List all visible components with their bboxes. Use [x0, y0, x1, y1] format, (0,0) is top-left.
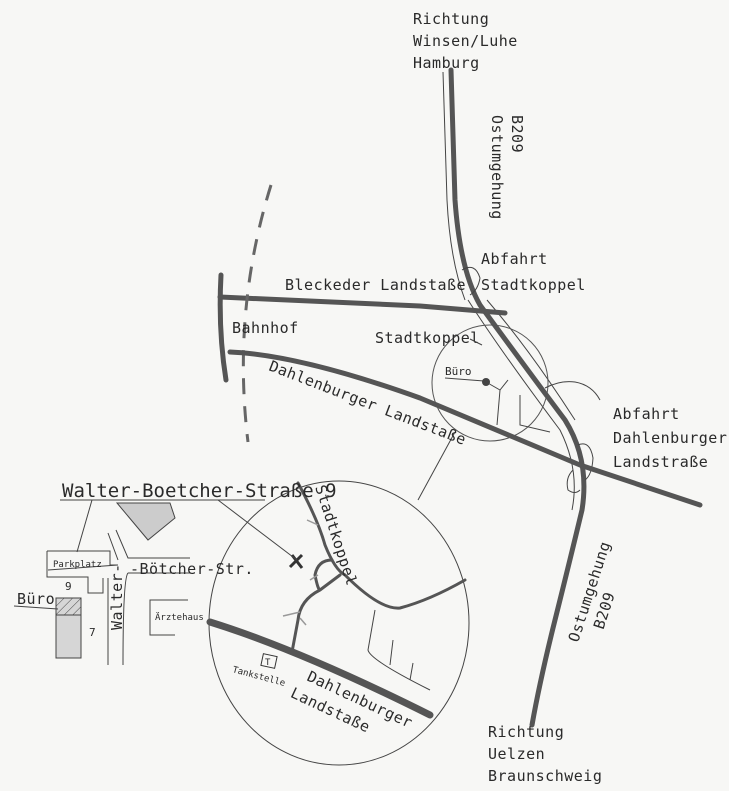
buero-leader: [444, 377, 485, 382]
inset-buero-label: Büro: [17, 590, 55, 608]
stadtkoppel-label: Stadtkoppel: [375, 329, 480, 347]
bleckeder-landstrasse-road: [217, 294, 508, 316]
detail-stadtkoppel-road: [296, 481, 467, 610]
address-label: Walter-Boetcher-Straße 9: [62, 480, 337, 502]
dashed-boundary: [241, 184, 273, 443]
address-leader-line: [217, 499, 298, 561]
detail-dahlenburger-road: [206, 618, 434, 719]
street-horizontal-label: -Bötcher-Str.: [130, 560, 254, 578]
bahnhof-label: Bahnhof: [232, 319, 299, 337]
tankstelle-icon: [260, 653, 278, 669]
highway-south-label: Ostumgehung B209: [565, 530, 636, 651]
x-mark-office: [288, 553, 304, 569]
bleckeder-label: Bleckeder Landstaße: [285, 276, 466, 294]
tankstelle-symbol: T: [265, 658, 271, 668]
dahlenburger-landstrasse-road: [227, 349, 703, 508]
railway-bahnhof-line: [217, 272, 229, 383]
num-9-label: 9: [65, 580, 72, 593]
parkplatz-label: Parkplatz: [53, 560, 102, 570]
dahlenburger-label: Dahlenburger Landstaße: [267, 357, 469, 449]
buero-label: Büro: [445, 365, 472, 378]
aerztehaus-label: Ärztehaus: [155, 612, 204, 623]
north-direction-label: Richtung Winsen/Luhe Hamburg: [413, 10, 527, 72]
tankstelle-label: Tankstelle: [231, 665, 286, 689]
exit-stadtkoppel-label: Abfahrt Stadtkoppel: [481, 250, 586, 294]
highway-north-label: Ostumgehung B209: [488, 115, 526, 229]
stadtkoppel-leader: [469, 338, 483, 346]
num-7-label: 7: [89, 626, 96, 639]
inset-site-plan: Walter-Boetcher-Straße 9 Parkplatz -Bötc…: [13, 480, 337, 666]
detail-area-circle: [431, 324, 601, 442]
street-vertical-label: Walter-: [108, 563, 126, 630]
detail-zoom-circle: T: [206, 480, 470, 766]
exit-dahlenburger-label: Abfahrt Dahlenburger Landstraße: [613, 405, 729, 471]
zoom-connector-line: [417, 431, 456, 501]
south-direction-label: Richtung Uelzen Braunschweig: [488, 723, 602, 785]
